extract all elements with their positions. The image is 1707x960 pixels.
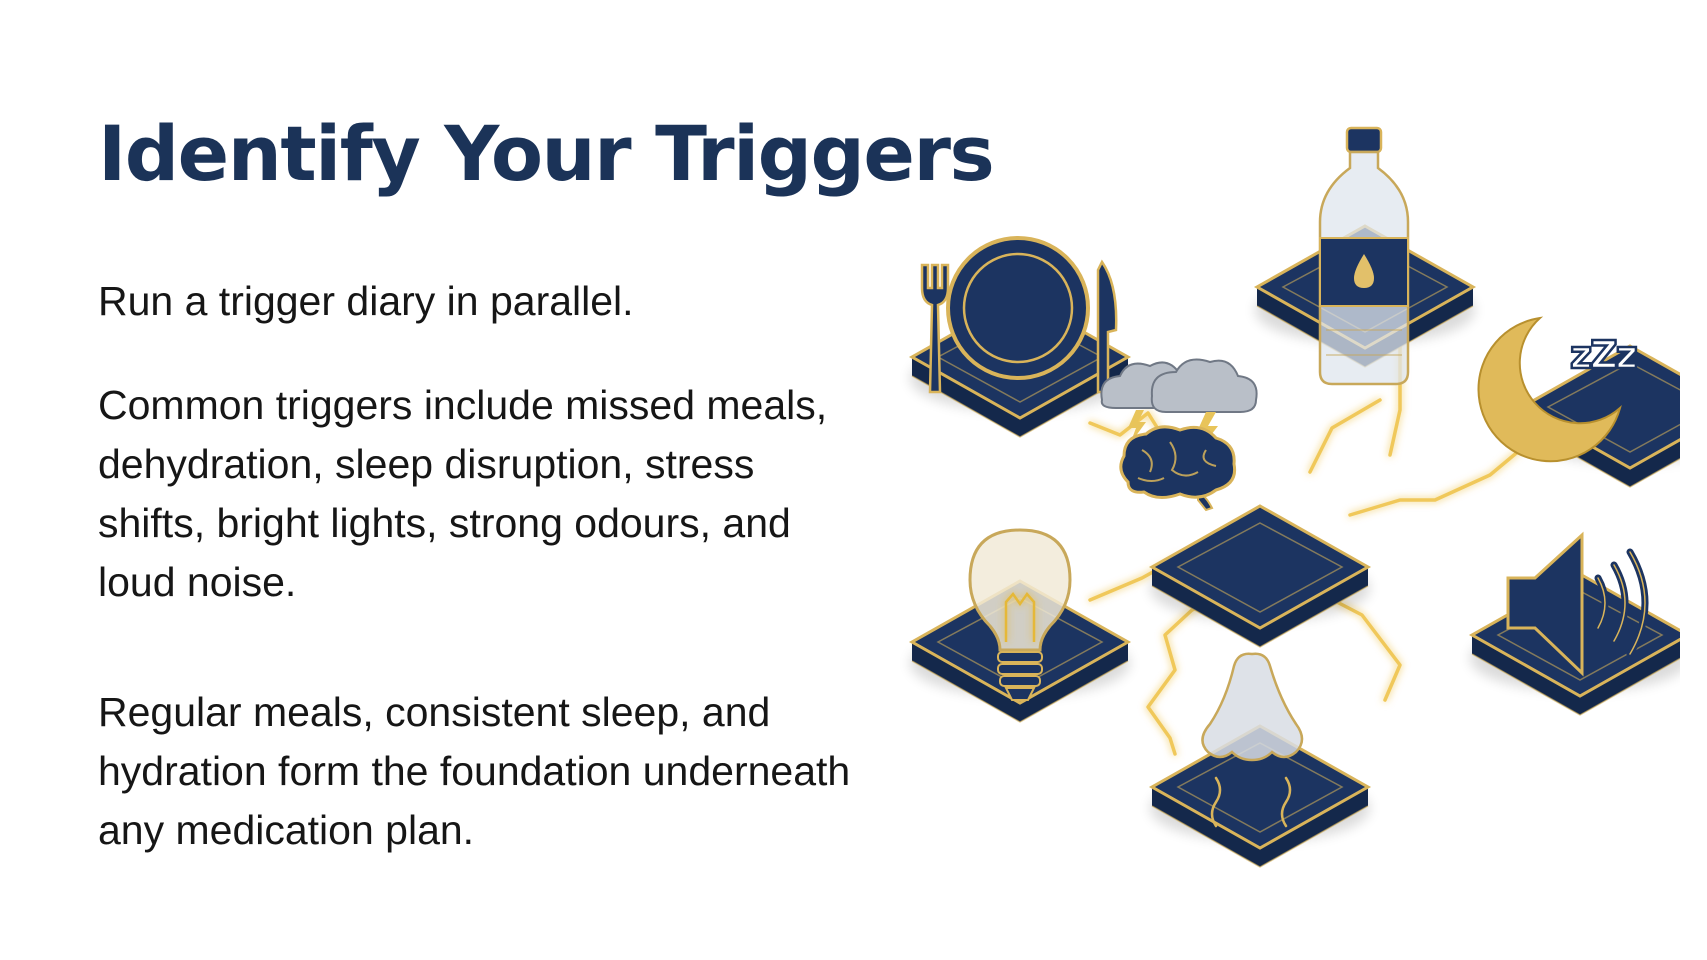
light-bulb-icon <box>968 528 1072 701</box>
paragraph-text: Common triggers include missed meals, de… <box>98 382 828 605</box>
speaker-icon <box>1506 531 1649 677</box>
paragraph-text: Regular meals, consistent sleep, and hyd… <box>98 689 851 853</box>
paragraph-text: Run a trigger diary in parallel. <box>98 278 634 324</box>
moon-sleep-icon: zZz <box>1477 316 1640 463</box>
sleep-z-text: zZz <box>1570 333 1637 377</box>
connector-lines <box>1088 278 1522 756</box>
paragraph-foundation: Regular meals, consistent sleep, and hyd… <box>98 683 858 860</box>
paragraph-common-triggers: Common triggers include missed meals, de… <box>98 376 858 612</box>
trigger-network-illustration: zZz <box>910 126 1680 869</box>
water-bottle-icon <box>1318 126 1410 386</box>
paragraph-diary: Run a trigger diary in parallel. <box>98 272 858 331</box>
slide-title: Identify Your Triggers <box>98 109 995 198</box>
brain-storm-icon <box>1100 358 1258 512</box>
plate-cutlery-icon <box>920 236 1118 394</box>
nose-icon <box>1201 652 1304 828</box>
